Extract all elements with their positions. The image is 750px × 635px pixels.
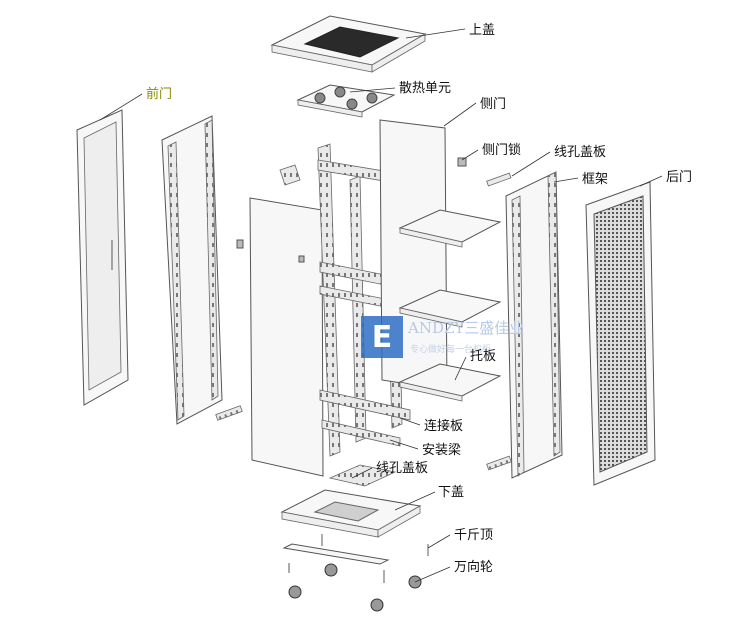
fan-unit bbox=[296, 84, 396, 118]
bottom-cover bbox=[280, 489, 422, 538]
label-caster: 万向轮 bbox=[454, 559, 493, 575]
label-leveling-foot: 千斤顶 bbox=[454, 528, 493, 543]
label-fan-unit: 散热单元 bbox=[399, 81, 451, 96]
label-rear-door: 后门 bbox=[666, 170, 692, 185]
label-front-door: 前门 bbox=[146, 86, 172, 102]
label-frame: 框架 bbox=[582, 172, 608, 187]
watermark-slogan: 专心做好每一台机柜 bbox=[410, 343, 491, 355]
casters-and-feet bbox=[288, 534, 429, 612]
front-door bbox=[76, 109, 129, 406]
label-cable-cover-top: 线孔盖板 bbox=[554, 145, 606, 160]
top-cover bbox=[270, 15, 427, 73]
side-door bbox=[236, 197, 324, 477]
watermark-brand: ANDZY三盛佳业 bbox=[407, 319, 524, 337]
right-frame bbox=[486, 171, 563, 479]
rear-door bbox=[585, 181, 656, 486]
bottom-cable-cover bbox=[328, 464, 397, 487]
label-cable-cover-bottom: 线孔盖板 bbox=[376, 461, 428, 476]
label-side-door-lock: 侧门锁 bbox=[482, 142, 521, 158]
base-plate bbox=[282, 543, 390, 565]
labels: 上盖 散热单元 侧门 前门 侧门锁 线孔盖板 框架 后门 托板 连接板 安装梁 … bbox=[146, 23, 692, 575]
trays bbox=[398, 209, 502, 402]
leader-lines bbox=[99, 28, 663, 583]
watermark: E ANDZY三盛佳业 专心做好每一台机柜 bbox=[361, 316, 524, 358]
label-tray: 托板 bbox=[470, 349, 496, 364]
label-bottom-cover: 下盖 bbox=[438, 485, 464, 500]
label-side-door: 侧门 bbox=[480, 97, 506, 112]
label-connecting-plate: 连接板 bbox=[424, 418, 463, 434]
label-mounting-beam: 安装梁 bbox=[422, 443, 461, 458]
watermark-logo-letter: E bbox=[372, 320, 393, 355]
left-side-panel bbox=[161, 115, 243, 425]
watermark-logo-box bbox=[361, 316, 403, 358]
label-top-cover: 上盖 bbox=[469, 23, 495, 38]
top-cable-cover bbox=[486, 172, 512, 187]
